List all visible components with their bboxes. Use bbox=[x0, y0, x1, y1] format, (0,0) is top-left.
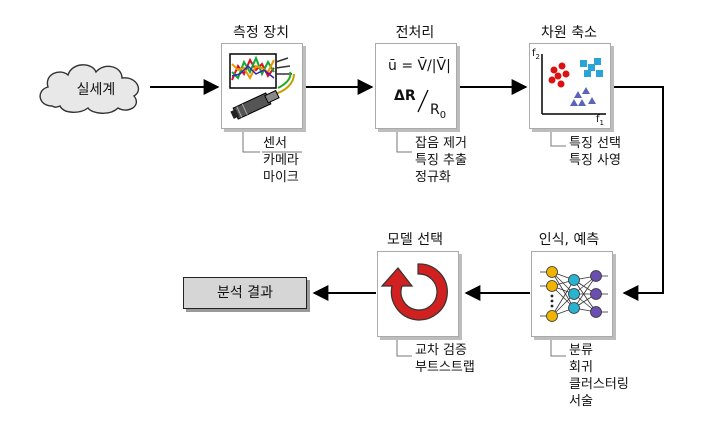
note-item: 카메라 bbox=[263, 153, 299, 168]
reduce-notes-bracket bbox=[550, 132, 566, 147]
cycle-arrow-icon bbox=[380, 263, 448, 321]
note-item: 클러스터링 bbox=[569, 377, 629, 392]
axis-y-text: f bbox=[532, 48, 536, 59]
model-title: 모델 선택 bbox=[387, 232, 443, 248]
result-box: 분석 결과 bbox=[183, 277, 307, 309]
note-item: 회귀 bbox=[569, 360, 593, 375]
axis-x-text: f bbox=[596, 114, 600, 125]
model-box bbox=[377, 251, 459, 337]
axis-x-label: f1 bbox=[596, 114, 604, 127]
recognize-title: 인식, 예측 bbox=[538, 232, 600, 248]
measure-notes: 센서 카메라 마이크 bbox=[263, 135, 299, 186]
normalize-formula: ū = V̄/|V̄| bbox=[388, 58, 451, 74]
axis-y-sub: 2 bbox=[535, 53, 540, 61]
note-item: 분류 bbox=[569, 343, 593, 358]
cloud-label: 실세계 bbox=[76, 82, 116, 98]
note-item: 교차 검증 bbox=[415, 343, 467, 358]
ratio-slash bbox=[417, 89, 429, 113]
measure-box bbox=[221, 43, 303, 129]
note-item: 부트스트랩 bbox=[415, 360, 475, 375]
note-item: 정규화 bbox=[415, 170, 451, 185]
preprocess-notes-bracket bbox=[396, 132, 412, 153]
sensor-icon bbox=[229, 53, 295, 120]
recognize-box bbox=[531, 251, 613, 337]
recognize-notes-bracket bbox=[550, 337, 566, 357]
recognize-notes: 분류 회귀 클러스터링 서술 bbox=[569, 342, 629, 410]
note-item: 특징 선택 bbox=[569, 136, 621, 151]
model-notes-bracket bbox=[396, 337, 412, 357]
arrow-reduce-to-recognize bbox=[612, 86, 664, 301]
scatter-plot-icon bbox=[541, 54, 606, 115]
preprocess-title: 전처리 bbox=[395, 25, 435, 41]
measure-title: 측정 장치 bbox=[233, 25, 289, 41]
ratio-denominator-sub: 0 bbox=[439, 109, 447, 121]
reduce-title: 차원 축소 bbox=[541, 25, 597, 41]
cloud-icon bbox=[39, 64, 140, 114]
axis-x-sub: 1 bbox=[599, 119, 604, 127]
reduce-box: f2 f1 bbox=[529, 43, 611, 129]
ratio-denominator: R0 bbox=[430, 102, 446, 121]
note-item: 마이크 bbox=[263, 170, 299, 185]
neural-network-icon bbox=[540, 266, 608, 322]
note-item: 특징 사영 bbox=[569, 153, 621, 168]
ratio-denominator-text: R bbox=[430, 102, 440, 118]
axis-y-label: f2 bbox=[532, 48, 540, 61]
ratio-numerator: ΔR bbox=[394, 88, 416, 104]
measure-notes-bracket bbox=[242, 132, 260, 153]
preprocess-box: ū = V̄/|V̄| ΔR R0 bbox=[375, 43, 457, 129]
note-item: 잡음 제거 bbox=[415, 136, 467, 151]
note-item: 서술 bbox=[569, 394, 593, 409]
reduce-notes: 특징 선택 특징 사영 bbox=[569, 135, 621, 169]
note-item: 특징 추출 bbox=[415, 153, 467, 168]
model-notes: 교차 검증 부트스트랩 bbox=[415, 342, 475, 376]
preprocess-notes: 잡음 제거 특징 추출 정규화 bbox=[415, 135, 467, 186]
note-item: 센서 bbox=[263, 136, 287, 151]
